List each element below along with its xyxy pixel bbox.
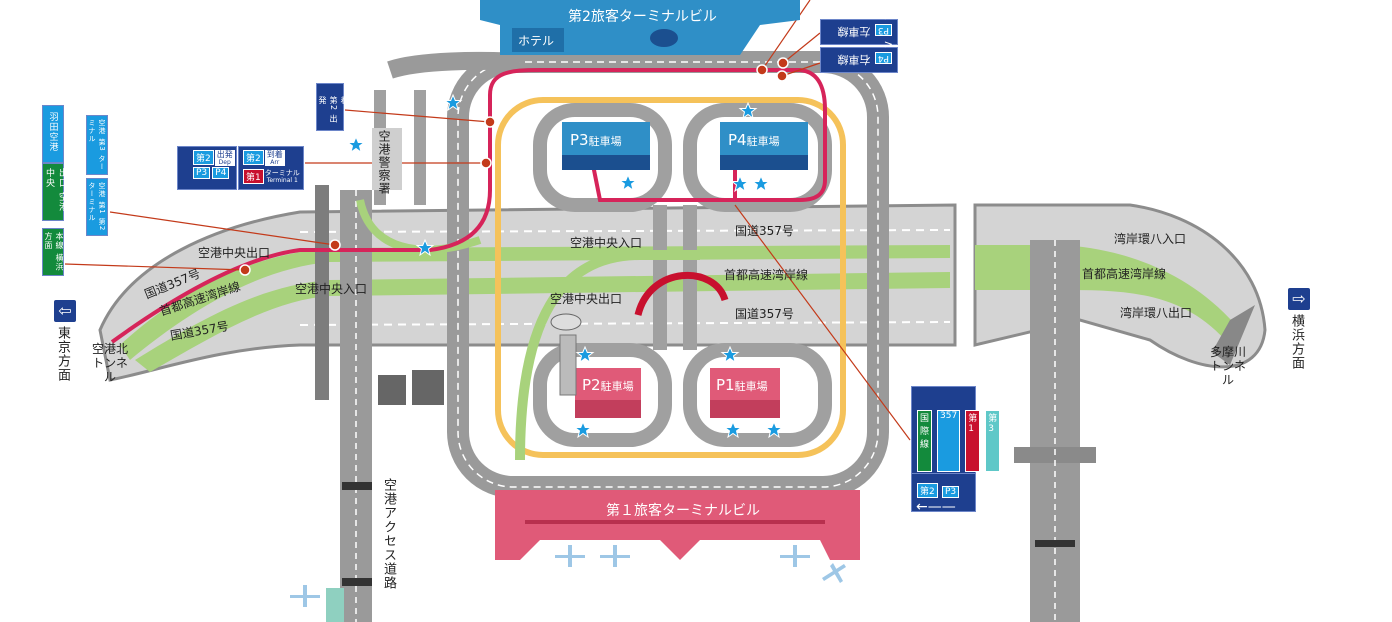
- north-tunnel-label: 空港北トンネル: [91, 342, 128, 384]
- parking-p3: P3駐車場: [570, 131, 622, 149]
- tokyo-direction-label: 東京方面: [55, 326, 70, 382]
- terminal-1-building: [495, 490, 860, 560]
- police-label: 空港警察署: [377, 130, 391, 195]
- wangan-center-label: 首都高速湾岸線: [724, 268, 809, 282]
- central-entrance-center-label: 空港中央入口: [570, 236, 643, 250]
- kanpachi-entrance-label: 湾岸環八入口: [1114, 232, 1187, 246]
- sign-exit-central: 出口 空港中央: [42, 163, 67, 221]
- star-markers: [347, 93, 783, 438]
- sign-t2-split: 第2 出発 第2 到着: [316, 83, 360, 131]
- central-entrance-left-label: 空港中央入口: [295, 282, 368, 296]
- terminal1-en-label: Terminal 1: [266, 177, 298, 184]
- parking-p4: P4駐車場: [728, 131, 780, 149]
- yokohama-direction-label: 横浜方面: [1289, 314, 1304, 370]
- airplane-icons: [290, 545, 846, 607]
- control-tower-icon: [550, 313, 582, 396]
- kanpachi-exit-label: 湾岸環八出口: [1120, 306, 1193, 320]
- parking-p2: P2駐車場: [582, 376, 634, 394]
- highway-band: [98, 203, 1267, 382]
- sign-haneda: 羽田空港: [42, 105, 64, 163]
- hangar-icons: [378, 370, 444, 405]
- sign-terminal-lane-a: 空港 第3 ターミナル: [86, 115, 108, 175]
- hotel-label: ホテル: [518, 34, 555, 48]
- wangan-right-label: 首都高速湾岸線: [1082, 267, 1167, 281]
- bridge-arc: [634, 271, 729, 316]
- sign-p4-right-lane: P4 右車線 <: [820, 38, 898, 73]
- sign-right-panel: 国際線 357 第1 第3 第2 P3 ←——: [911, 386, 1001, 515]
- sign-mainline-yokohama: 本線 横浜方面: [42, 228, 64, 276]
- sign-markers: [239, 57, 789, 276]
- parking-p1: P1駐車場: [716, 376, 768, 394]
- central-exit-center-label: 空港中央出口: [550, 292, 623, 306]
- terminal-1-label: 第１旅客ターミナルビル: [606, 503, 760, 519]
- tamagawa-tunnel-label: 多摩川トンネル: [1209, 345, 1246, 387]
- sign-t2-arrivals: 第2 到着 Arr 第1 ターミナル Terminal 1: [238, 146, 304, 190]
- route-line: [110, 68, 827, 344]
- left-arrow-icon: ⇦: [54, 300, 76, 322]
- police-building: [372, 128, 402, 190]
- sign-terminal-lane-b: 空港 第1 第2 ターミナル: [86, 178, 108, 236]
- central-exit-left-label: 空港中央出口: [198, 246, 271, 260]
- access-road-label: 空港アクセス道路: [381, 478, 396, 590]
- parking-buildings: [562, 122, 808, 418]
- right-arrow-icon: ⇨: [1288, 288, 1310, 310]
- overpass-pillar: [315, 185, 329, 400]
- route357-lower-center-label: 国道357号: [735, 307, 794, 321]
- terminal-2-label: 第2旅客ターミナルビル: [568, 9, 717, 25]
- route357-upper-center-label: 国道357号: [735, 224, 794, 238]
- departures-en-label: Dep: [218, 158, 231, 166]
